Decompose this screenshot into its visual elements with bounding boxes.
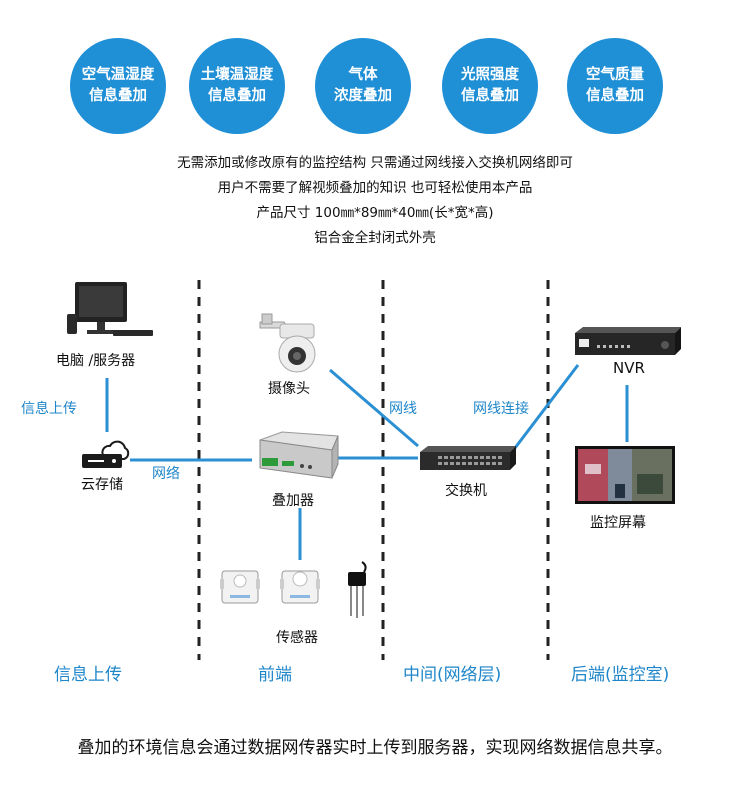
feature-line2: 信息叠加: [461, 88, 519, 104]
feature-line2: 信息叠加: [586, 88, 644, 104]
feature-line1: 空气温湿度: [81, 67, 155, 83]
feature-line2: 信息叠加: [89, 88, 147, 104]
ptz-camera-icon: [259, 313, 316, 373]
cloud-storage-label: 云存储: [81, 477, 123, 493]
column-back-end: 后端(监控室): [571, 665, 670, 685]
feature-line2: 信息叠加: [208, 88, 266, 104]
pc-server-label: 电脑 /服务器: [56, 353, 136, 369]
feature-gas-concentration: 气体 浓度叠加: [315, 38, 411, 134]
intro-line-1: 无需添加或修改原有的监控结构 只需通过网线接入交换机网络即可: [177, 155, 573, 171]
monitor-screen-icon: [575, 446, 675, 504]
feature-air-temp-humidity: 空气温湿度 信息叠加: [70, 38, 166, 134]
link-switch-nvr: [513, 364, 580, 449]
column-front-end: 前端: [258, 665, 292, 685]
sensor-label: 传感器: [276, 630, 318, 646]
upload-link-label: 信息上传: [21, 401, 77, 417]
link-camera-switch: [329, 368, 419, 448]
overlay-device-icon: [259, 431, 339, 479]
soil-probe-icon: [348, 561, 367, 618]
feature-line1: 光照强度: [461, 67, 519, 83]
network-switch-icon: [420, 446, 516, 470]
feature-line2: 浓度叠加: [334, 88, 392, 104]
cable-connect-link-label: 网线连接: [473, 401, 529, 417]
network-link-label: 网络: [152, 466, 180, 482]
sensor-box-icon-1: [220, 570, 260, 604]
feature-line1: 空气质量: [586, 67, 644, 83]
feature-air-quality: 空气质量 信息叠加: [567, 38, 663, 134]
sensor-box-icon-2: [280, 570, 320, 604]
feature-line1: 气体: [348, 67, 378, 83]
footer-note: 叠加的环境信息会通过数据网传器实时上传到服务器，实现网络数据信息共享。: [77, 738, 673, 758]
camera-label: 摄像头: [268, 381, 310, 397]
nvr-label: NVR: [613, 359, 645, 377]
nvr-icon: [575, 327, 681, 355]
column-info-upload: 信息上传: [54, 665, 122, 685]
column-middle-network: 中间(网络层): [403, 665, 502, 685]
cable-link-label: 网线: [389, 401, 417, 417]
computer-icon: [67, 282, 153, 336]
overlay-label: 叠加器: [272, 493, 314, 509]
feature-light-intensity: 光照强度 信息叠加: [442, 38, 538, 134]
feature-soil-temp-humidity: 土壤温湿度 信息叠加: [189, 38, 285, 134]
cloud-storage-icon: [82, 440, 130, 468]
feature-line1: 土壤温湿度: [200, 67, 274, 83]
intro-line-2: 用户不需要了解视频叠加的知识 也可轻松使用本产品: [217, 180, 533, 196]
monitor-label: 监控屏幕: [590, 515, 646, 531]
intro-line-3: 产品尺寸 100㎜*89㎜*40㎜(长*宽*高): [256, 205, 494, 221]
switch-label: 交换机: [445, 483, 487, 499]
intro-line-4: 铝合金全封闭式外壳: [314, 230, 436, 246]
